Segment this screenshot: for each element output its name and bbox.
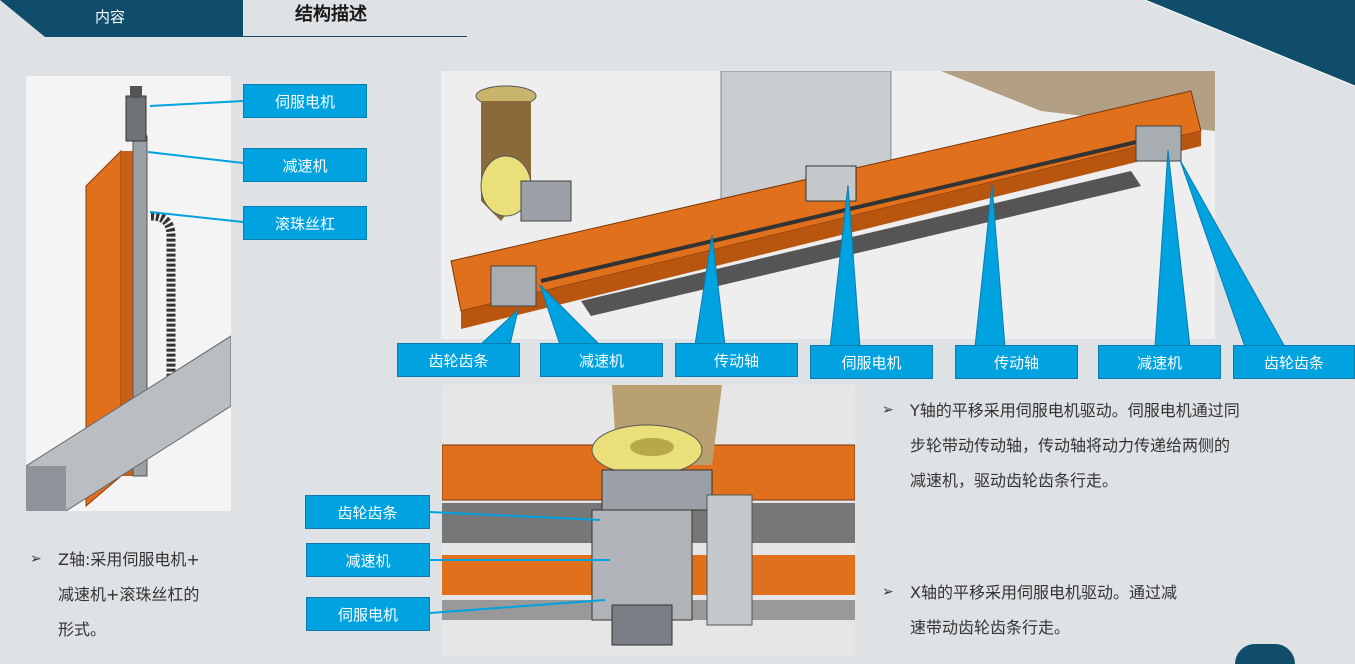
z-axis-description: ➢ Z轴:采用伺服电机+ 减速机+滚珠丝杠的 形式。 [30,542,258,647]
y-label-rack-right: 齿轮齿条 [1233,345,1355,379]
corner-decoration [1145,0,1355,86]
z-axis-image [26,76,231,511]
z-axis-drawing [26,76,231,511]
section-tab [0,0,243,37]
bottom-corner-decoration [1235,644,1295,664]
y-axis-description: ➢ Y轴的平移采用伺服电机驱动。伺服电机通过同 步轮带动传动轴，传动轴将动力传递… [882,393,1340,498]
title-underline [243,36,467,37]
bullet-arrow-icon: ➢ [882,584,894,600]
z-label-servo-motor: 伺服电机 [243,84,367,118]
y-label-reducer-right: 减速机 [1098,345,1221,379]
y-axis-image [441,71,1215,339]
bullet-arrow-icon: ➢ [30,551,42,567]
z-label-ball-screw: 滚珠丝杠 [243,206,367,240]
z-desc-line-3: 形式。 [58,620,107,639]
x-axis-description: ➢ X轴的平移采用伺服电机驱动。通过减 速带动齿轮齿条行走。 [882,575,1340,645]
y-label-reducer-left: 减速机 [540,343,663,377]
section-tab-label: 内容 [95,8,126,26]
z-desc-line-1: Z轴:采用伺服电机+ [58,550,200,569]
y-label-shaft-left: 传动轴 [675,343,798,377]
x-label-servo-motor: 伺服电机 [306,597,430,631]
x-desc-line-1: X轴的平移采用伺服电机驱动。通过减 [910,583,1177,602]
y-desc-line-3: 减速机，驱动齿轮齿条行走。 [910,471,1119,490]
x-label-reducer: 减速机 [306,543,430,577]
y-desc-line-2: 步轮带动传动轴，传动轴将动力传递给两侧的 [910,436,1231,455]
y-axis-drawing [441,71,1215,339]
x-desc-line-2: 速带动齿轮齿条行走。 [910,618,1071,637]
x-axis-image [442,385,855,656]
bullet-arrow-icon: ➢ [882,402,894,418]
z-desc-line-2: 减速机+滚珠丝杠的 [58,585,200,604]
y-desc-line-1: Y轴的平移采用伺服电机驱动。伺服电机通过同 [910,401,1240,420]
x-axis-drawing [442,385,855,656]
y-label-servo-motor: 伺服电机 [810,345,933,379]
y-label-rack-left: 齿轮齿条 [397,343,520,377]
x-label-rack: 齿轮齿条 [305,495,430,529]
page-title: 结构描述 [295,4,367,25]
y-label-shaft-right: 传动轴 [955,345,1078,379]
z-label-reducer: 减速机 [243,148,367,182]
